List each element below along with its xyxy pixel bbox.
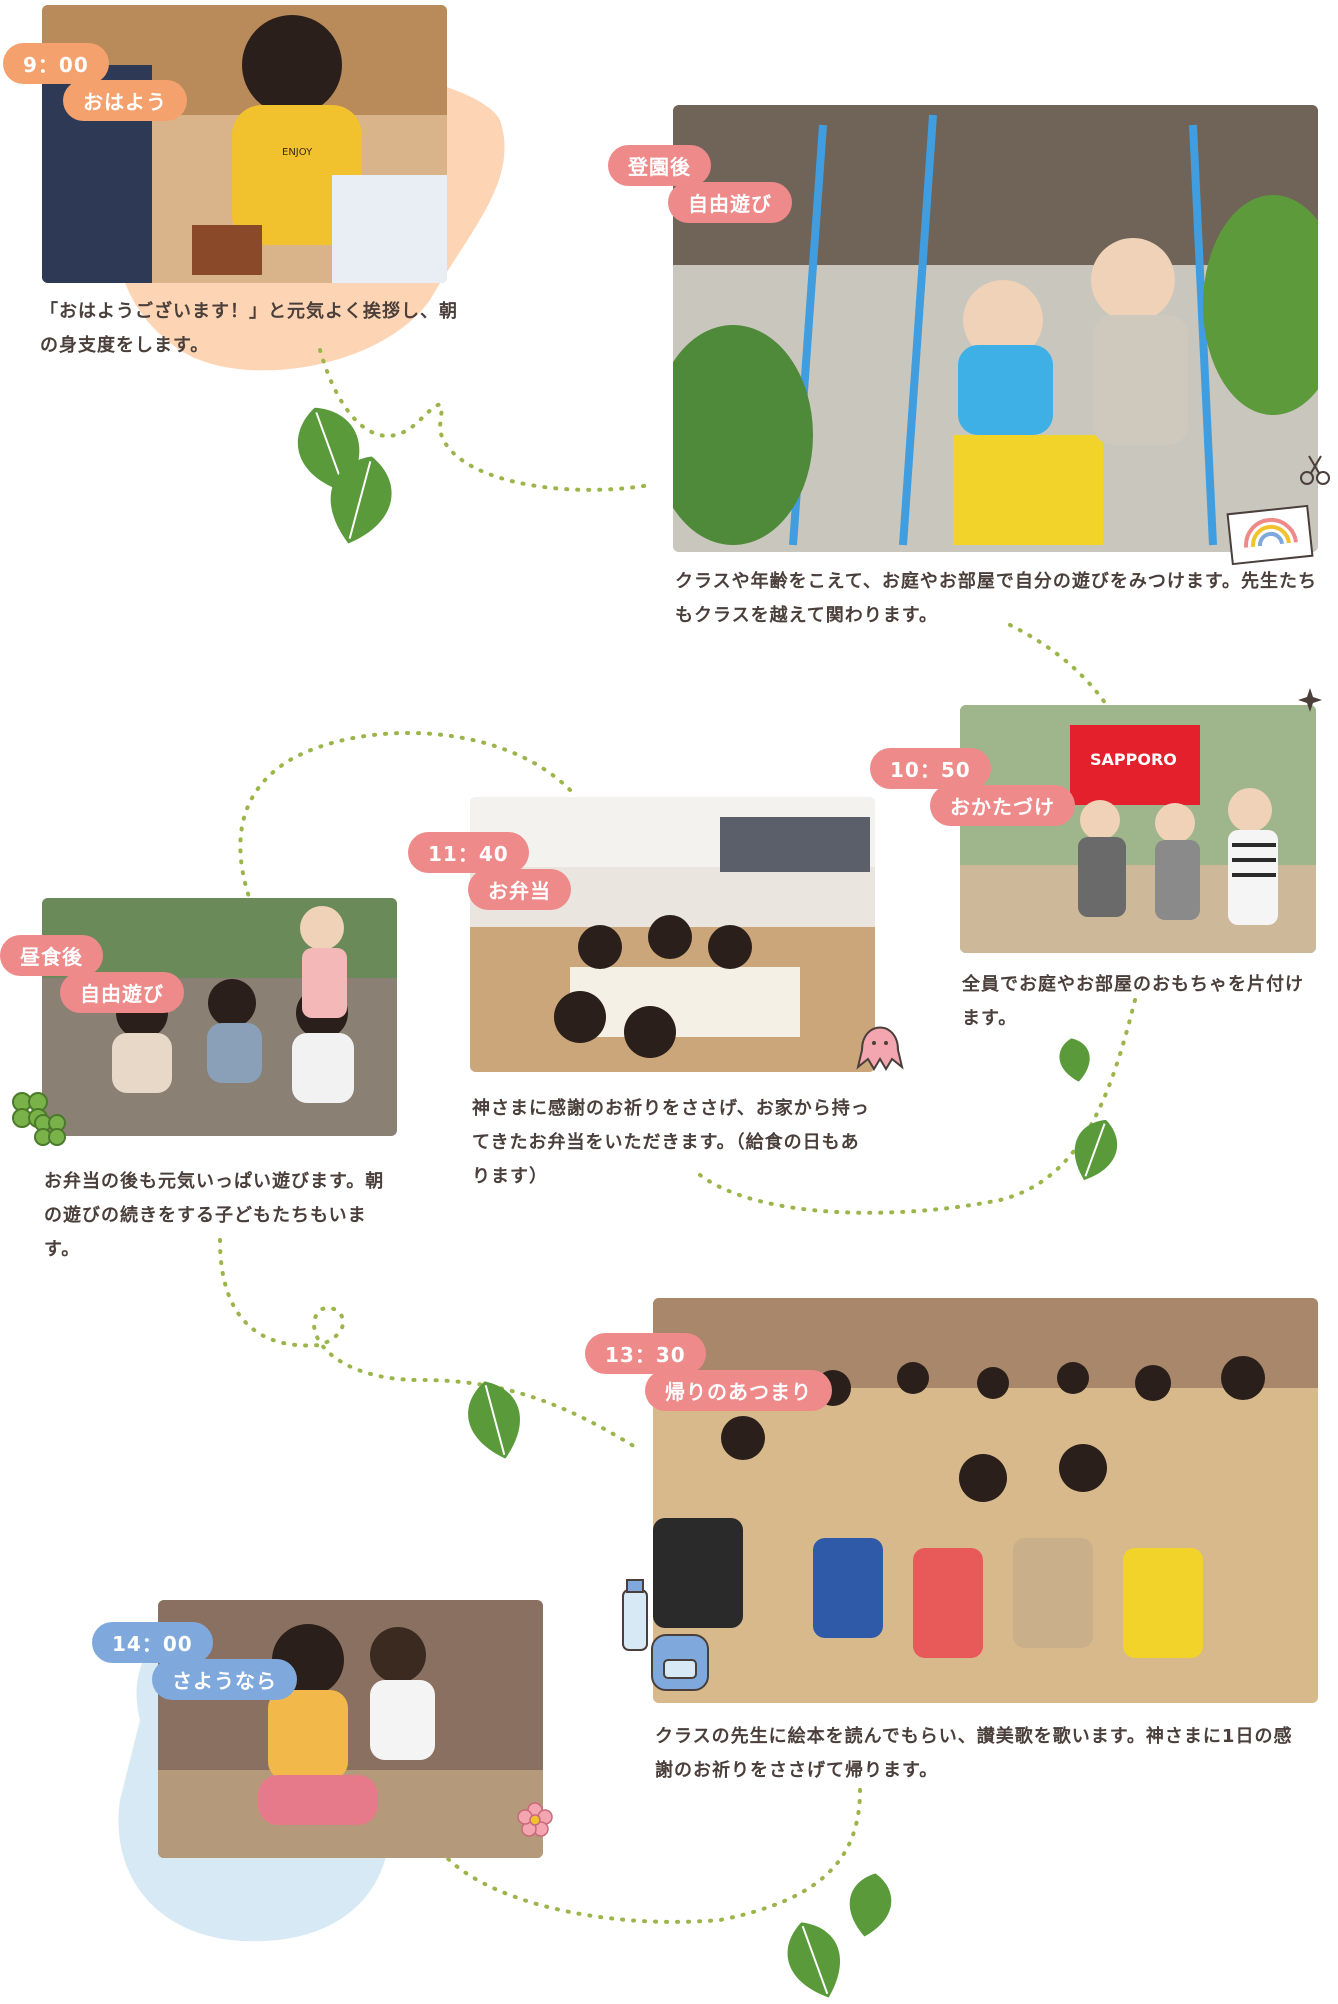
photo-gathering <box>653 1298 1318 1703</box>
crate-label: SAPPORO <box>1090 750 1177 769</box>
badge-1400: 14：00 さようなら <box>92 1622 297 1700</box>
shirt-print: ENJOY <box>282 147 313 158</box>
caption-good-morning: 「おはようございます！」と元気よく挨拶し、朝の身支度をします。 <box>40 301 458 356</box>
photo-lunch <box>470 797 875 1072</box>
time-badge: 昼食後 <box>0 935 103 976</box>
time-badge: 14：00 <box>92 1622 213 1663</box>
dotted-path <box>218 348 1137 1924</box>
time-badge: 登園後 <box>608 145 711 186</box>
badge-after-lunch: 昼食後 自由遊び <box>0 935 184 1013</box>
title-badge: 自由遊び <box>668 182 792 223</box>
title-badge: おかたづけ <box>930 785 1075 826</box>
caption-gathering: クラスの先生に絵本を読んでもらい、讃美歌を歌います。神さまに1日の感謝のお祈りを… <box>655 1726 1293 1781</box>
badge-morning-play: 登園後 自由遊び <box>608 145 792 223</box>
caption-morning-play: クラスや年齢をこえて、お庭やお部屋で自分の遊びをみつけます。先生たちもクラスを越… <box>675 571 1318 626</box>
badge-0900: 9：00 おはよう <box>3 43 187 121</box>
caption-after-lunch: お弁当の後も元気いっぱい遊びます。朝の遊びの続きをする子どもたちもいます。 <box>44 1171 385 1260</box>
title-badge: 帰りのあつまり <box>645 1370 832 1411</box>
title-badge: 自由遊び <box>60 972 184 1013</box>
title-badge: おはよう <box>63 80 187 121</box>
badge-1050: 10：50 おかたづけ <box>870 748 1075 826</box>
photo-free-play-morning <box>673 105 1318 552</box>
photo-free-play-afternoon <box>42 898 397 1136</box>
badge-1330: 13：30 帰りのあつまり <box>585 1333 832 1411</box>
time-badge: 10：50 <box>870 748 991 789</box>
title-badge: さようなら <box>152 1659 297 1700</box>
photo-goodbye <box>158 1600 543 1858</box>
time-badge: 9：00 <box>3 43 109 84</box>
time-badge: 11：40 <box>408 832 529 873</box>
caption-cleanup: 全員でお庭やお部屋のおもちゃを片付けます。 <box>962 974 1304 1029</box>
title-badge: お弁当 <box>468 869 571 910</box>
badge-1140: 11：40 お弁当 <box>408 832 571 910</box>
photo-cleanup: SAPPORO <box>960 705 1316 953</box>
time-badge: 13：30 <box>585 1333 706 1374</box>
caption-lunch: 神さまに感謝のお祈りをささげ、お家から持ってきたお弁当をいただきます。（給食の日… <box>472 1098 870 1187</box>
